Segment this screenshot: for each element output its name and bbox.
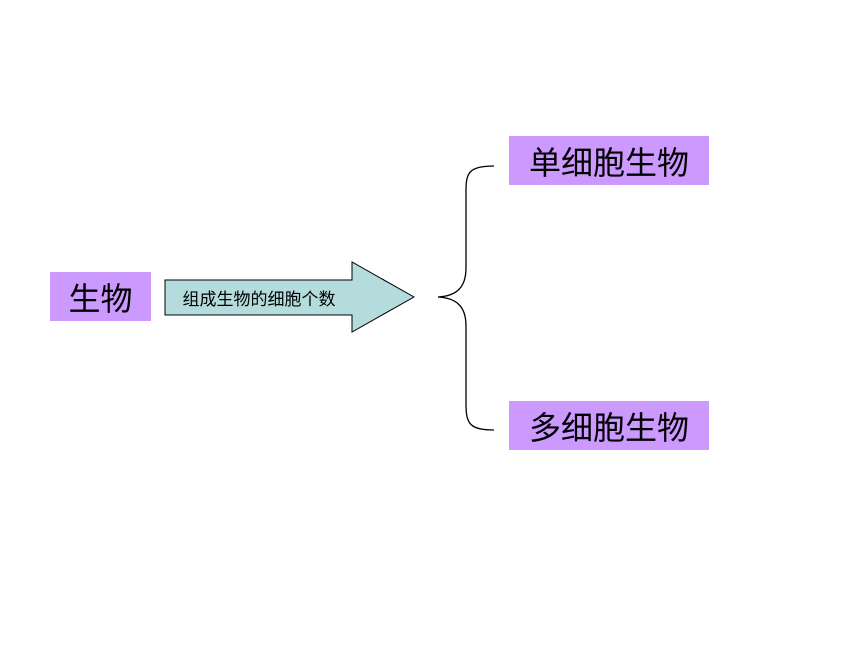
root-node-label: 生物	[68, 279, 133, 318]
branch-node-label: 单细胞生物	[528, 143, 689, 182]
curly-brace	[437, 165, 495, 431]
block-arrow	[164, 261, 416, 333]
branch-node-label: 多细胞生物	[528, 408, 689, 447]
arrow-label: 组成生物的细胞个数	[182, 289, 336, 310]
branch-node-multicellular: 多细胞生物	[509, 401, 709, 450]
root-node: 生物	[50, 272, 151, 321]
branch-node-unicellular: 单细胞生物	[509, 136, 709, 185]
